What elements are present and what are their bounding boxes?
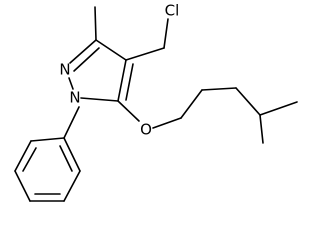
bond-ph-2	[14, 140, 32, 172]
bond-c4-c5-double	[125, 63, 134, 101]
chlorine-label: Cl	[165, 2, 180, 20]
bond-methyl	[94, 6, 97, 41]
bond-ch2-cl	[163, 18, 169, 49]
nitrogen-n1-label: N	[69, 89, 80, 107]
bond-c4-ch2	[125, 47, 165, 61]
nitrogen-n2-label: N	[59, 61, 70, 79]
bond-n2-c3	[69, 39, 97, 64]
bond-chain-2	[201, 87, 237, 91]
bond-n2-c3-double	[73, 47, 100, 72]
bond-ph-1	[30, 137, 65, 142]
bond-n1-n2	[68, 77, 74, 90]
bond-chain-methyl-b	[259, 101, 298, 116]
bond-c5-o	[117, 100, 140, 122]
bond-ph-3	[14, 170, 31, 202]
molecule-structure-diagram: Cl N N O	[14, 2, 298, 202]
bond-o-ch2	[152, 117, 182, 129]
bond-ph-inner-3	[59, 145, 73, 172]
bond-c3-c4	[95, 39, 127, 61]
bond-ph-5	[63, 170, 81, 202]
bond-chain-3	[235, 87, 261, 116]
bond-ph-inner-1	[22, 147, 37, 172]
bond-chain-1	[180, 89, 203, 119]
phenyl-ring	[14, 137, 81, 202]
bond-c5-n1	[80, 97, 119, 102]
bond-chain-methyl-a	[259, 114, 264, 144]
bond-c4-c5	[117, 59, 127, 102]
oxygen-label: O	[140, 121, 152, 139]
bond-n1-phenyl	[63, 106, 80, 139]
bond-ph-6	[63, 137, 81, 172]
pyrazole-ring	[68, 39, 134, 102]
